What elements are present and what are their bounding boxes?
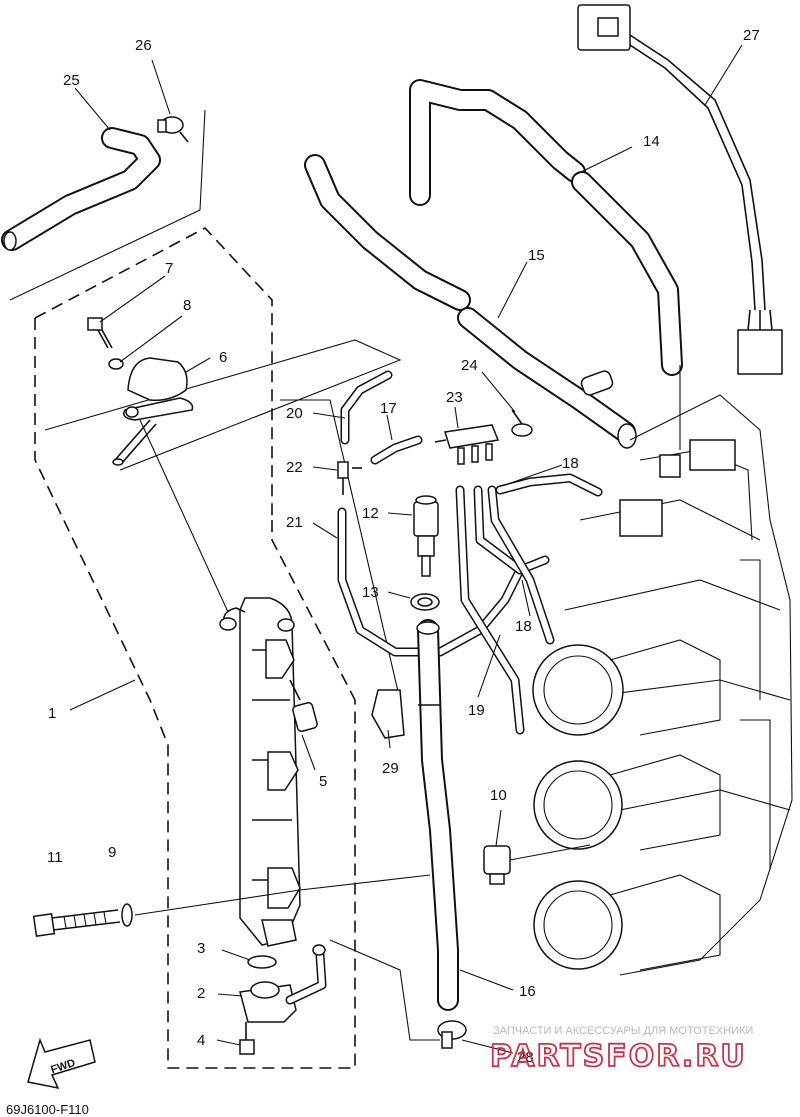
callout-21: 21	[286, 514, 303, 531]
watermark: ЗАПЧАСТИ И АКСЕССУАРЫ ДЛЯ МОТОТЕХНИКИ PA…	[489, 1025, 753, 1075]
callout-4: 4	[197, 1032, 205, 1049]
clip-part-24	[511, 409, 533, 437]
callout-20: 20	[286, 405, 303, 422]
callout-18-lower: 18	[515, 618, 532, 635]
callout-22: 22	[286, 459, 303, 476]
diagram-code: 69J6100-F110	[6, 1102, 89, 1117]
callout-17: 17	[380, 400, 397, 417]
callout-19: 19	[468, 702, 485, 719]
hose-part-17	[370, 435, 423, 465]
clamp-part-13	[410, 593, 440, 611]
watermark-tagline: ЗАПЧАСТИ И АКСЕССУАРЫ ДЛЯ МОТОТЕХНИКИ	[493, 1025, 753, 1037]
washer-part-8	[108, 358, 124, 370]
throttle-port-middle	[533, 754, 721, 851]
callout-27: 27	[743, 27, 760, 44]
bolt-part-11	[32, 909, 121, 938]
callout-12: 12	[362, 505, 379, 522]
valve-part-12	[413, 495, 439, 577]
clamp-part-28	[437, 1020, 467, 1049]
watermark-brand: PARTSFOR.RU	[490, 1039, 747, 1074]
callout-11: 11	[47, 849, 63, 866]
callout-14: 14	[643, 133, 660, 150]
callout-5: 5	[319, 773, 327, 790]
callout-26: 26	[135, 37, 152, 54]
injector-part-5	[289, 679, 318, 732]
callout-8: 8	[183, 297, 191, 314]
throttle-port-upper	[532, 639, 721, 736]
washer-part-9	[121, 903, 133, 927]
callout-10: 10	[490, 787, 507, 804]
hose-part-21	[337, 507, 525, 657]
harness-part-27	[577, 4, 783, 375]
callout-15: 15	[528, 247, 545, 264]
callout-1: 1	[48, 705, 56, 722]
clip-part-26	[157, 116, 189, 143]
leader-lines	[69, 44, 743, 1054]
regulator-part-6	[112, 357, 194, 466]
callout-18-upper: 18	[562, 455, 579, 472]
callout-7: 7	[165, 260, 173, 277]
hose-part-25	[1, 127, 161, 251]
callout-16: 16	[519, 983, 536, 1000]
hose-part-19	[455, 485, 525, 735]
bolt-part-4	[239, 1022, 255, 1055]
throttle-port-lower	[533, 874, 721, 971]
callout-13: 13	[362, 584, 379, 601]
fwd-arrow-icon: FWD	[27, 1037, 96, 1090]
callout-25: 25	[63, 72, 80, 89]
callout-6: 6	[219, 349, 227, 366]
callout-23: 23	[446, 389, 463, 406]
callout-2: 2	[197, 985, 205, 1002]
hose-part-15	[304, 154, 637, 449]
joint-part-23	[434, 424, 500, 465]
bolt-part-7	[87, 317, 113, 349]
callout-24: 24	[461, 357, 478, 374]
fitting-part-2	[239, 944, 327, 1023]
hose-part-14	[409, 79, 683, 376]
callout-29: 29	[382, 760, 399, 777]
nipple-part-22	[337, 461, 362, 495]
clip-part-29	[371, 689, 405, 739]
callout-28: 28	[517, 1049, 534, 1066]
hose-part-20	[340, 370, 393, 445]
oring-part-3	[247, 955, 277, 969]
callout-3: 3	[197, 940, 205, 957]
callout-9: 9	[108, 844, 116, 861]
throttle-body-assembly	[532, 394, 793, 976]
hose-part-16	[416, 619, 459, 1011]
hose-part-18	[473, 473, 603, 645]
callout-labels: 1 2 3 4 5 6 7 8 9 10 11 12 13 14 15 16 1…	[47, 27, 760, 1066]
sensor-part-10	[483, 845, 511, 885]
fuel-rail	[219, 597, 301, 947]
